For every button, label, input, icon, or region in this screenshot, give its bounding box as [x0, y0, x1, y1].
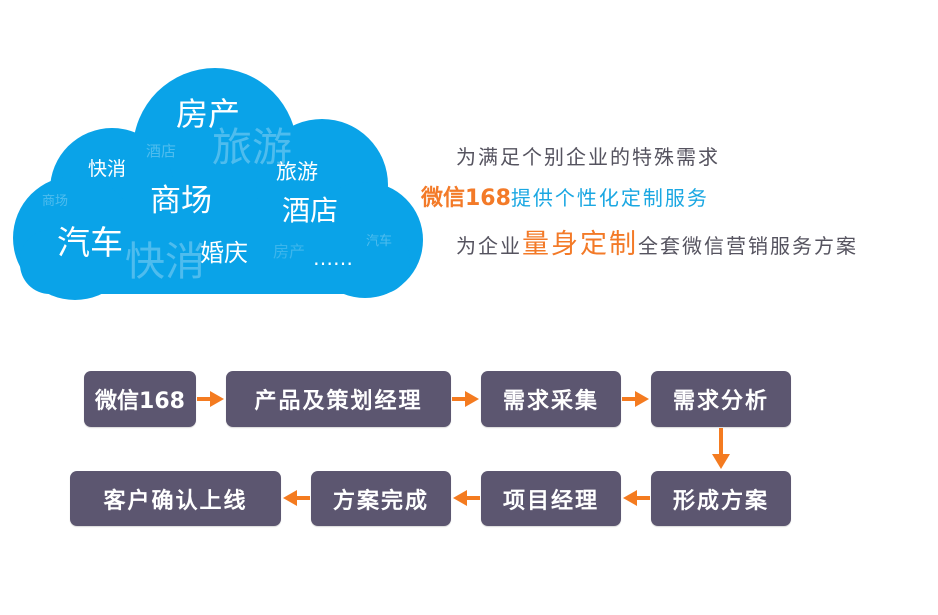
- cloud-word: ……: [313, 246, 353, 270]
- flow-step-project-manager: 项目经理: [481, 471, 621, 526]
- flow-step-client-confirm-launch: 客户确认上线: [70, 471, 281, 526]
- cloud-word: 酒店: [282, 194, 339, 227]
- tagline-line-1: 为满足个别企业的特殊需求: [456, 145, 720, 169]
- flow-step-form-proposal: 形成方案: [651, 471, 791, 526]
- flow-step-requirement-collection: 需求采集: [481, 371, 621, 427]
- cloud-word: 婚庆: [200, 239, 248, 267]
- cloud-word: 旅游: [212, 125, 292, 171]
- cloud-word: 商场: [150, 183, 212, 219]
- cloud-word: 房产: [273, 242, 306, 261]
- flow-step-requirement-analysis: 需求分析: [651, 371, 791, 427]
- tagline-line-2: 微信168提供个性化定制服务: [421, 188, 709, 210]
- cloud-word: 旅游: [276, 160, 318, 184]
- tagline-suffix: 全套微信营销服务方案: [638, 234, 858, 258]
- cloud-word: 酒店: [146, 142, 177, 160]
- tagline-emphasis: 量身定制: [522, 229, 638, 260]
- flow-step-product-planning-manager: 产品及策划经理: [226, 371, 451, 427]
- tagline-line-3: 为企业量身定制全套微信营销服务方案: [456, 231, 858, 258]
- cloud-word: 汽车: [366, 234, 393, 249]
- cloud-word: 快消: [125, 239, 205, 285]
- cloud-word: 快消: [88, 158, 127, 180]
- tagline-service: 提供个性化定制服务: [510, 186, 709, 210]
- cloud-word: 房产: [176, 95, 241, 133]
- tagline-prefix: 为企业: [456, 234, 522, 258]
- flow-step-proposal-complete: 方案完成: [311, 471, 451, 526]
- flow-step-wechat168: 微信168: [84, 371, 196, 427]
- brand-name: 微信168: [421, 186, 511, 211]
- cloud-word: 汽车: [57, 223, 123, 262]
- cloud-shape: [13, 68, 423, 300]
- cloud-word: 商场: [42, 194, 69, 209]
